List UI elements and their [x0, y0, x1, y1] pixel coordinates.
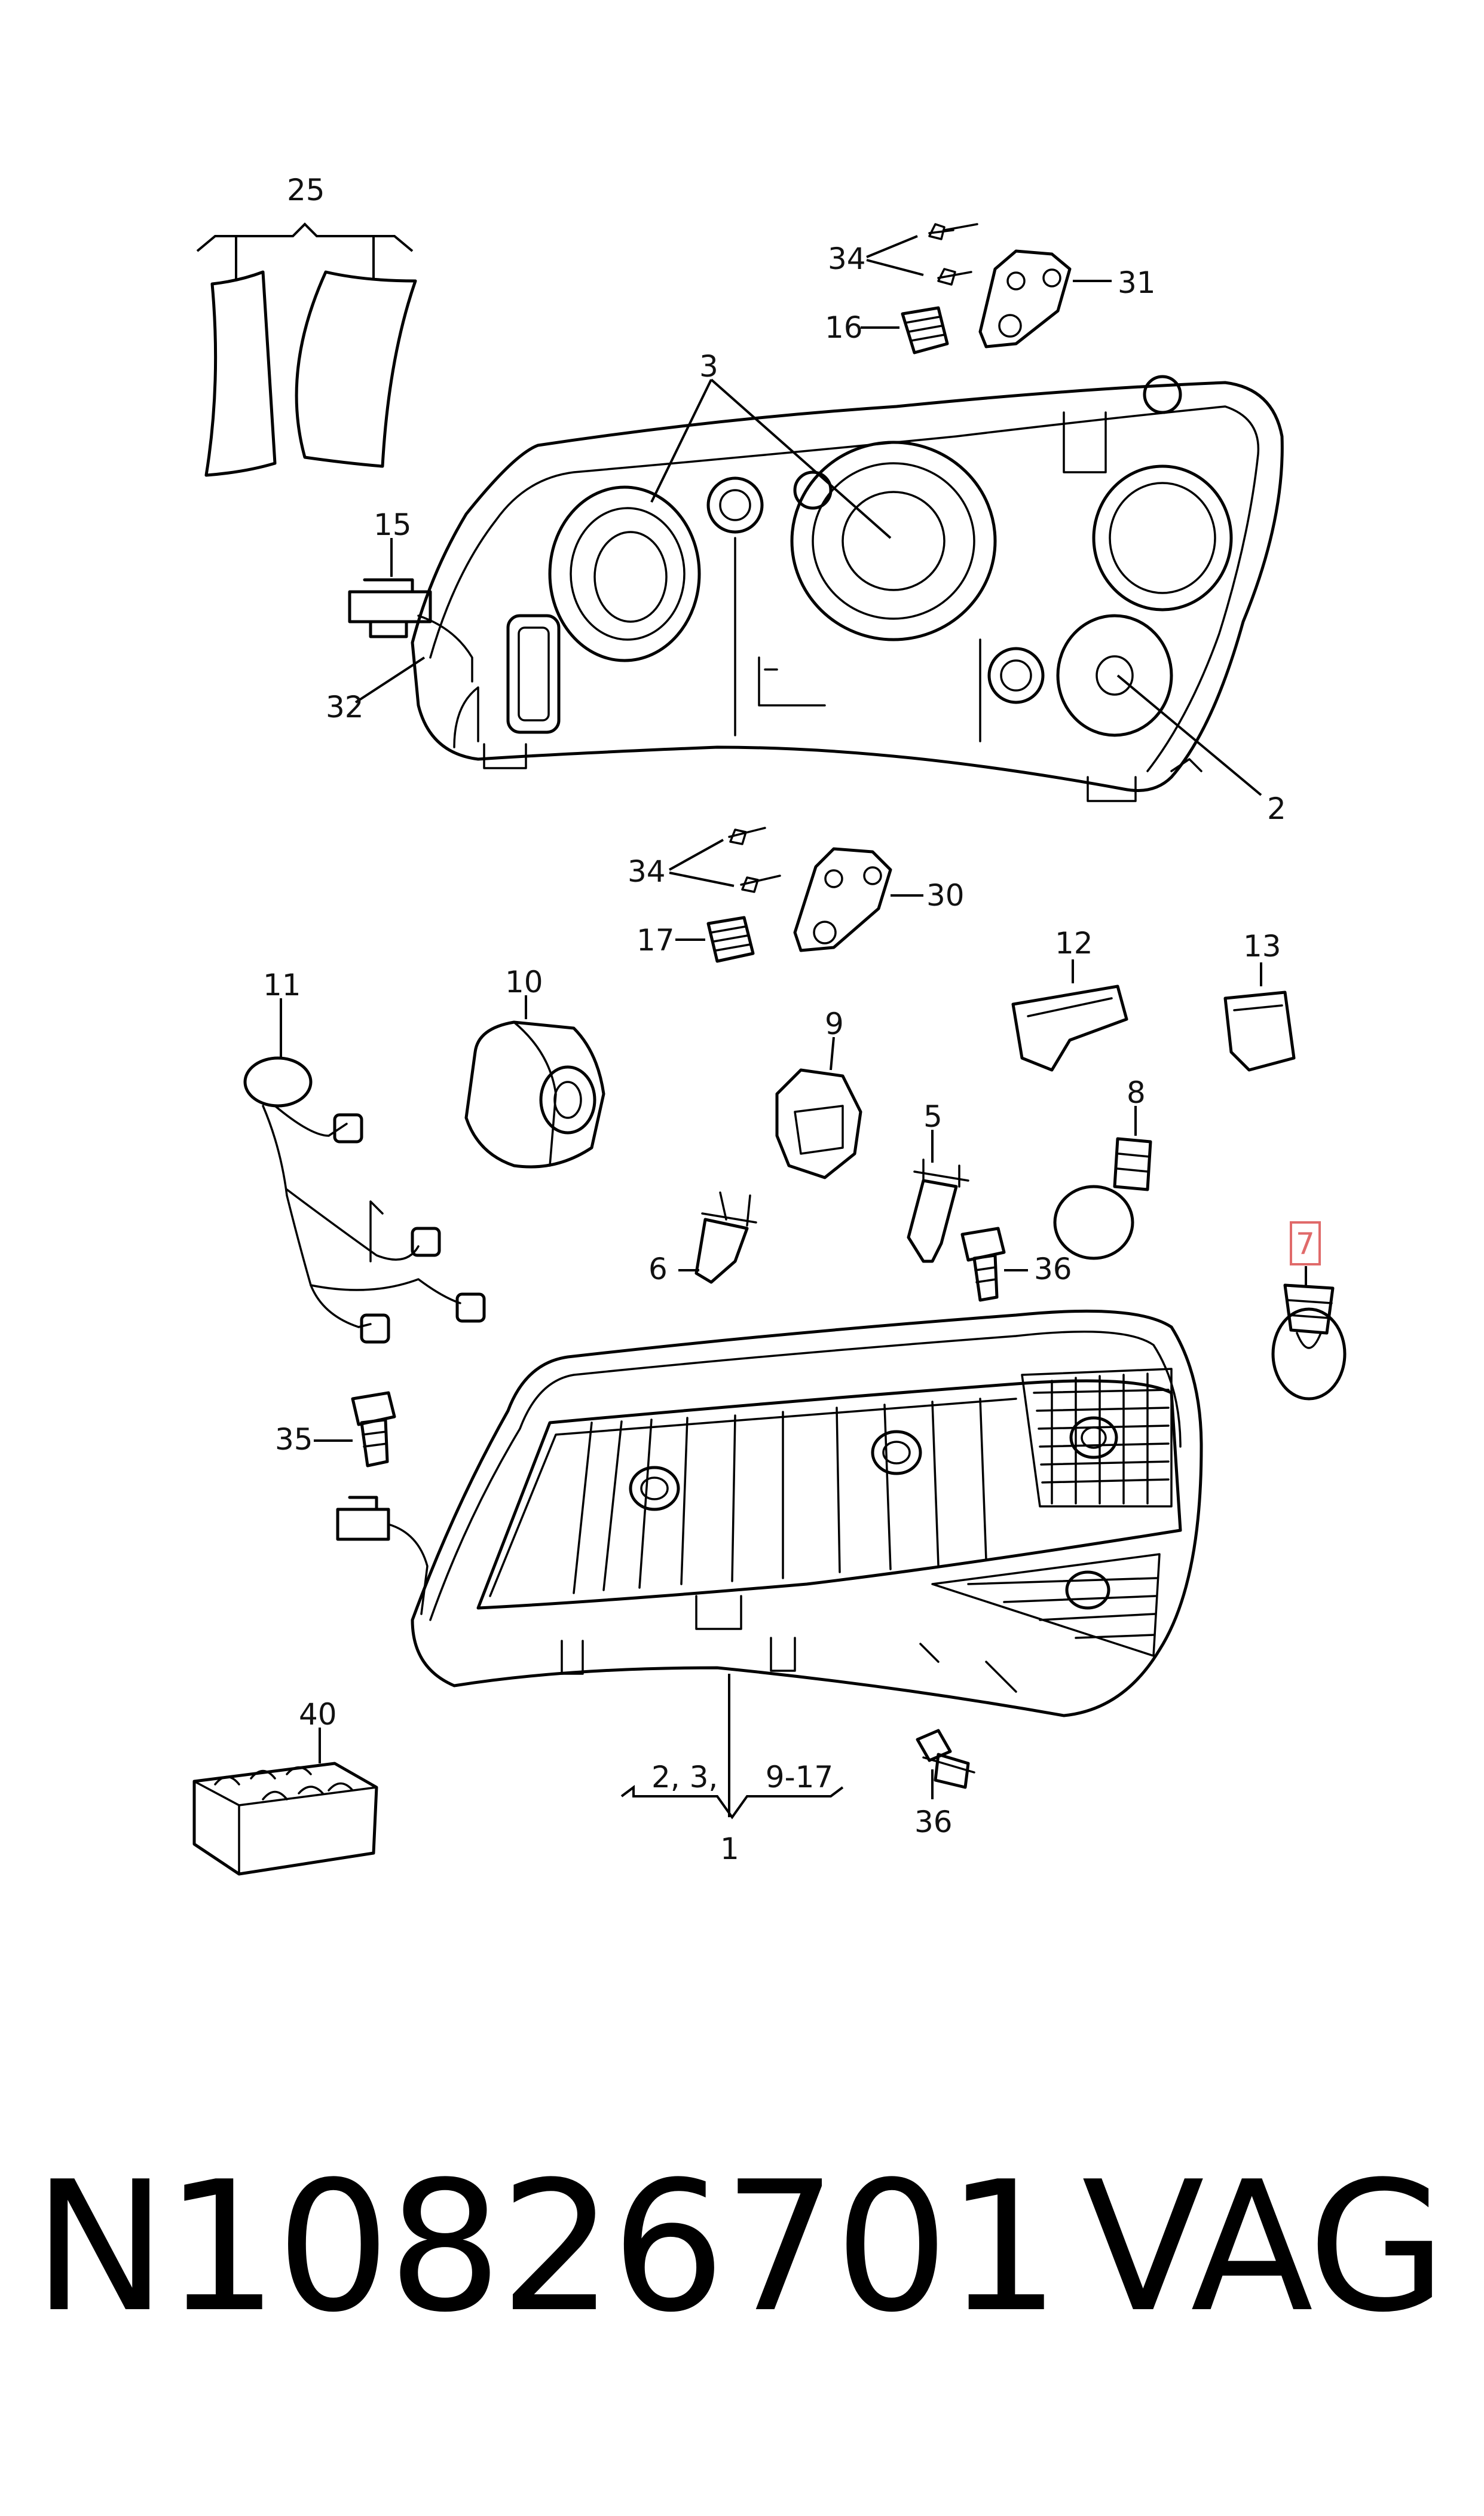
callout-16: 16 [825, 310, 863, 345]
part-36-bolt-b [916, 1729, 975, 1799]
part-36-bolt-a [960, 1227, 1028, 1302]
callout-10: 10 [505, 965, 543, 999]
part-30-bracket [793, 847, 923, 952]
part-31-bracket [978, 249, 1112, 348]
part-35-bolt [314, 1391, 396, 1468]
callout-5: 5 [923, 1099, 943, 1134]
callout-group-3 [650, 378, 892, 539]
callout-35: 35 [275, 1422, 313, 1457]
part-5-bulb [907, 1130, 969, 1263]
part-housing-rear [411, 375, 1284, 802]
part-8-bulb [1053, 1106, 1152, 1260]
callout-3: 3 [699, 349, 718, 384]
brand-name: VAG [1082, 2143, 1446, 2352]
part-25-lens-films [196, 222, 417, 477]
callout-40: 40 [299, 1697, 337, 1732]
callout-1-subparts: 2, 3, 9-17 [651, 1760, 833, 1794]
callout-36-a: 36 [1034, 1252, 1072, 1286]
part-7-bulb [1271, 1221, 1347, 1401]
callout-7: 7 [1296, 1227, 1315, 1261]
part-40-kit-box [192, 1728, 378, 1876]
callout-2: 2 [1267, 791, 1286, 826]
callout-7-highlight-box [1290, 1221, 1321, 1265]
part-9-bulb-holder [775, 1037, 862, 1179]
callout-30: 30 [926, 878, 965, 913]
part-11-wiring-harness [243, 998, 486, 1344]
part-15-holder [348, 538, 473, 704]
parts-diagram: 25 34 31 16 3 15 32 2 34 30 17 11 10 12 … [192, 173, 1347, 1876]
callout-34-middle: 34 [628, 854, 666, 889]
callout-6: 6 [648, 1252, 668, 1286]
callout-36-b: 36 [914, 1805, 953, 1839]
callout-group-2 [1116, 674, 1262, 796]
part-34-screws-middle [669, 827, 781, 893]
part-17-grommet [675, 916, 755, 963]
part-6-bulb [678, 1191, 757, 1284]
callout-8: 8 [1127, 1075, 1146, 1110]
callout-34-top: 34 [828, 241, 866, 276]
part-16-grommet [861, 306, 949, 354]
callout-31: 31 [1118, 265, 1156, 300]
callout-25: 25 [287, 173, 325, 207]
part-10-actuator [464, 995, 605, 1169]
part-34-screws-top [866, 223, 978, 286]
callout-labels: 25 34 31 16 3 15 32 2 34 30 17 11 10 12 … [263, 173, 1315, 1866]
part-12-cap [1011, 959, 1128, 1072]
part-number: N10826701 [33, 2143, 1060, 2352]
callout-17: 17 [637, 923, 675, 958]
callout-12: 12 [1055, 926, 1093, 961]
part-1-headlamp-assembly [336, 1309, 1203, 1820]
callout-1: 1 [720, 1832, 739, 1866]
part-13-cap [1223, 962, 1296, 1072]
callout-11: 11 [263, 968, 301, 1002]
callout-15: 15 [374, 508, 412, 542]
callout-13: 13 [1243, 929, 1281, 964]
callout-9: 9 [825, 1007, 844, 1041]
callout-32: 32 [326, 690, 364, 724]
